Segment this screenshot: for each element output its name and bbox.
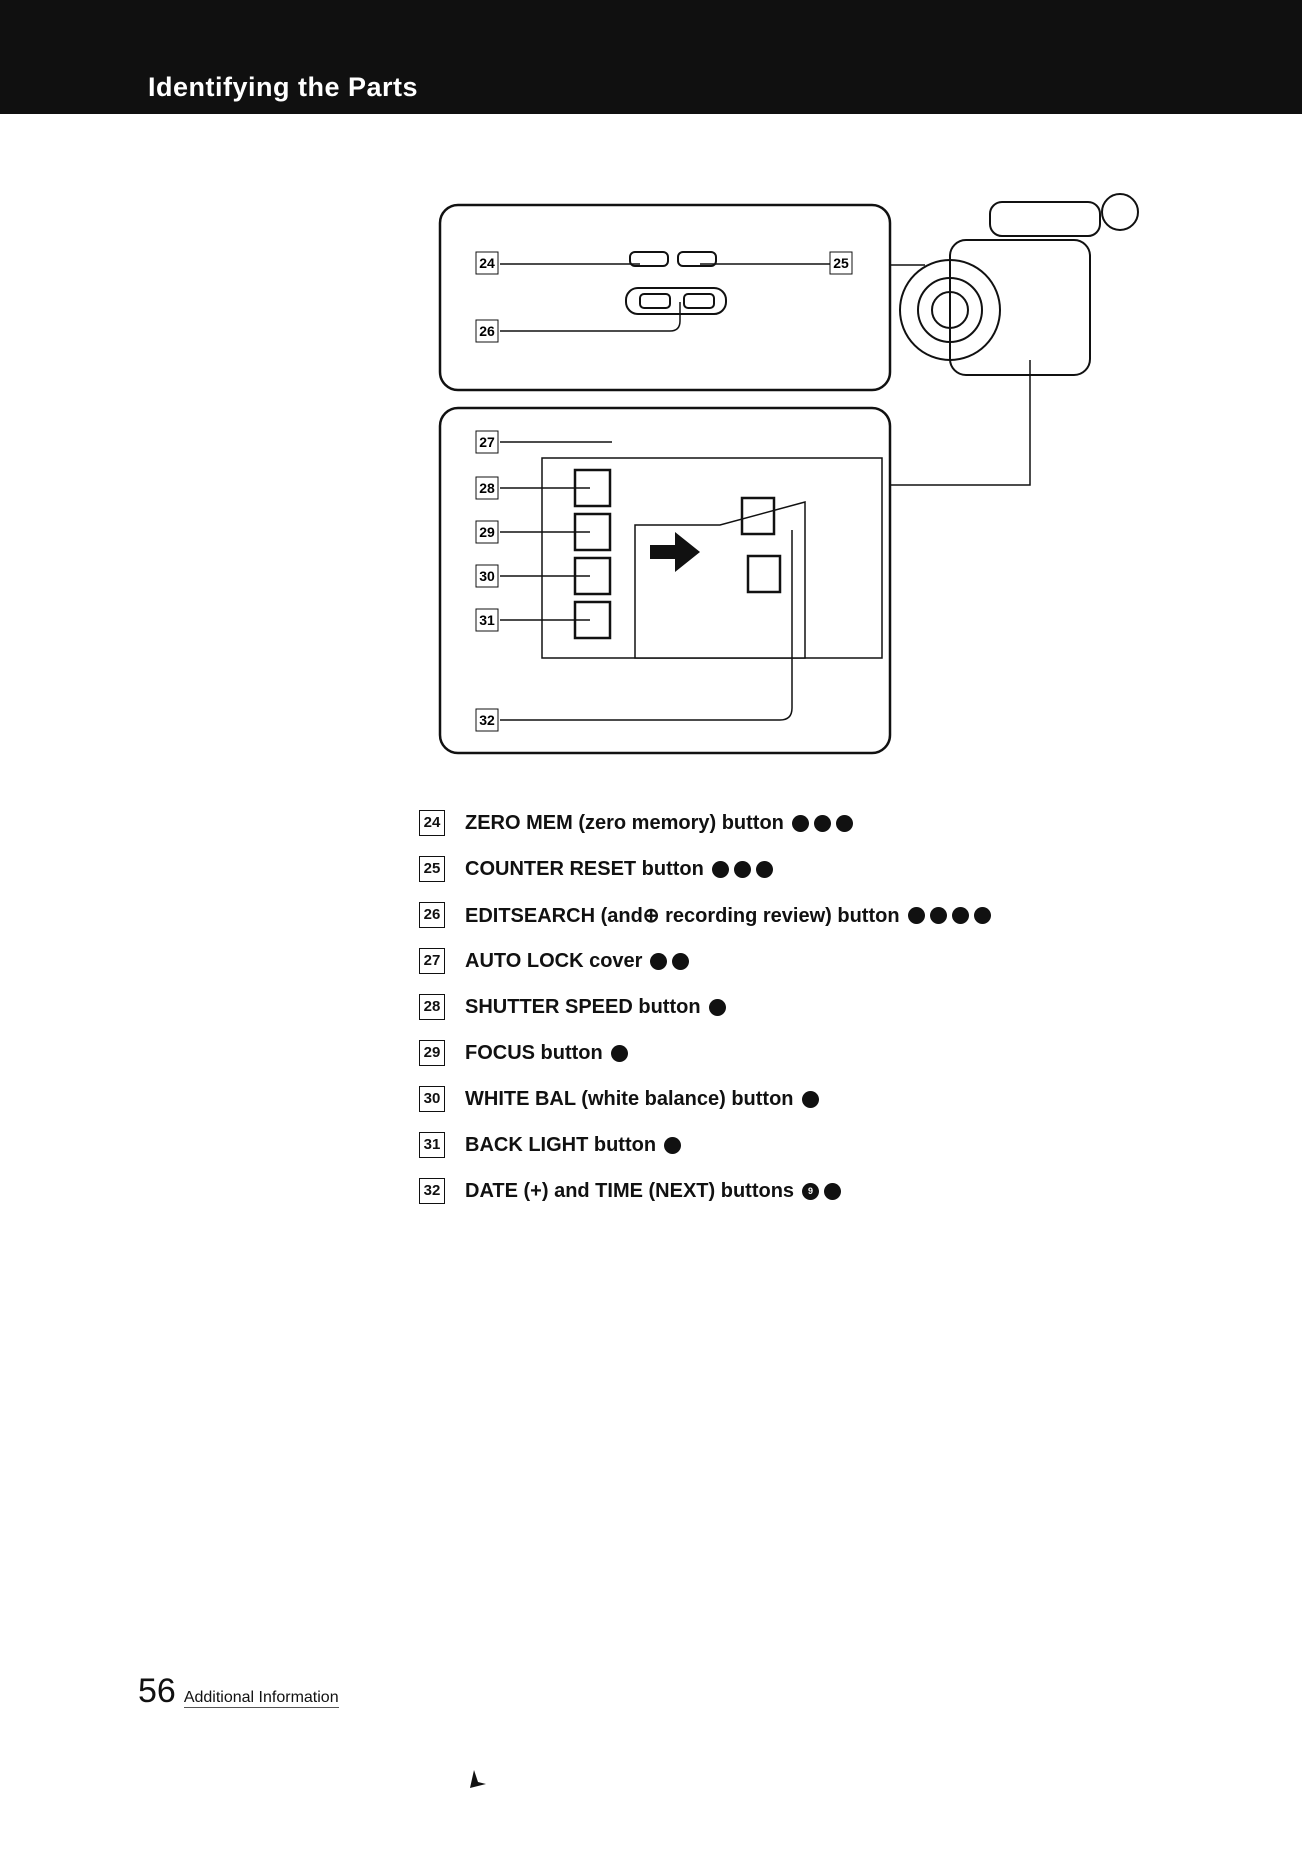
callout-25: 25: [833, 255, 849, 271]
page-ref: [733, 860, 751, 878]
callout-28: 28: [479, 480, 495, 496]
page-refs: [711, 860, 773, 878]
item-text: FOCUS button: [465, 1041, 603, 1064]
callout-27: 27: [479, 434, 495, 450]
item-number: 25: [419, 856, 445, 882]
print-mark-icon: [470, 1770, 486, 1788]
item-text: DATE (+) and TIME (NEXT) buttons: [465, 1179, 795, 1202]
item-number: 32: [419, 1178, 445, 1204]
page-title: Identifying the Parts: [148, 72, 419, 102]
top-panel-frame: [438, 203, 892, 392]
callout-32: 32: [479, 712, 495, 728]
page-ref: [711, 860, 729, 878]
page-refs: [610, 1044, 628, 1062]
page-ref: [835, 814, 853, 832]
page-ref: [907, 906, 925, 924]
list-item: 28 SHUTTER SPEED button: [419, 984, 991, 1030]
page-refs: 9: [802, 1182, 842, 1200]
list-item: 29 FOCUS button: [419, 1030, 991, 1076]
item-text: SHUTTER SPEED button: [465, 995, 701, 1018]
header-bar: Identifying the Parts: [0, 0, 1302, 114]
page-refs: [664, 1136, 682, 1154]
page-ref: [610, 1044, 628, 1062]
page-ref: [813, 814, 831, 832]
item-number: 30: [419, 1086, 445, 1112]
callout-26: 26: [479, 323, 495, 339]
item-text: BACK LIGHT button: [465, 1133, 657, 1156]
page-ref: [755, 860, 773, 878]
camcorder-illustration: [899, 193, 1139, 376]
page-ref: [672, 952, 690, 970]
camcorder-diagram: 24 25 26 27 28 29 30 31 32: [438, 193, 1139, 755]
page-ref: 9: [802, 1182, 820, 1200]
page-footer: 56 Additional Information: [138, 1672, 339, 1711]
item-number: 26: [419, 902, 445, 928]
item-text: WHITE BAL (white balance) button: [465, 1087, 794, 1110]
list-item: 24 ZERO MEM (zero memory) button: [419, 800, 991, 846]
page-ref: [650, 952, 668, 970]
list-item: 31 BACK LIGHT button: [419, 1122, 991, 1168]
page-ref: [951, 906, 969, 924]
page-ref: [664, 1136, 682, 1154]
item-number: 27: [419, 948, 445, 974]
item-number: 29: [419, 1040, 445, 1066]
page-refs: [650, 952, 690, 970]
page-number: 56: [138, 1672, 176, 1710]
list-item: 32 DATE (+) and TIME (NEXT) buttons 9: [419, 1168, 991, 1214]
callout-30: 30: [479, 568, 495, 584]
section-name: Additional Information: [183, 1689, 339, 1708]
page-ref: [973, 906, 991, 924]
item-number: 31: [419, 1132, 445, 1158]
list-item: 26 EDITSEARCH (and⊕ recording review) bu…: [419, 892, 991, 938]
item-text: EDITSEARCH (and⊕ recording review) butto…: [465, 904, 900, 927]
item-text: ZERO MEM (zero memory) button: [465, 811, 784, 834]
list-item: 27 AUTO LOCK cover: [419, 938, 991, 984]
page-refs: [791, 814, 853, 832]
page-refs: [907, 906, 991, 924]
page-refs: [801, 1090, 819, 1108]
list-item: 25 COUNTER RESET button: [419, 846, 991, 892]
callout-24: 24: [479, 255, 495, 271]
parts-list: 24 ZERO MEM (zero memory) button 25 COUN…: [419, 800, 991, 1214]
page-ref: [708, 998, 726, 1016]
list-item: 30 WHITE BAL (white balance) button: [419, 1076, 991, 1122]
page-ref: [791, 814, 809, 832]
callout-31: 31: [479, 612, 495, 628]
bottom-panel-frame: [438, 406, 892, 755]
item-text: COUNTER RESET button: [465, 857, 704, 880]
item-number: 24: [419, 810, 445, 836]
callout-29: 29: [479, 524, 495, 540]
page-ref: [824, 1182, 842, 1200]
page-refs: [708, 998, 726, 1016]
item-number: 28: [419, 994, 445, 1020]
page-ref: [801, 1090, 819, 1108]
page-ref: [929, 906, 947, 924]
item-text: AUTO LOCK cover: [465, 949, 643, 972]
